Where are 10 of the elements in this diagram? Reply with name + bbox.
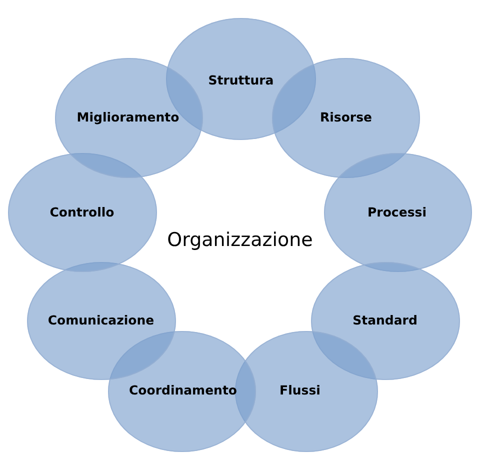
node-label: Comunicazione: [48, 312, 154, 328]
node-label: Coordinamento: [128, 382, 238, 398]
node-label: Miglioramento: [76, 110, 180, 124]
node-label: Risorse: [320, 110, 372, 124]
node-label: Flussi: [280, 382, 320, 398]
center-title: Organizzazione: [167, 229, 313, 251]
node-label: Struttura: [208, 72, 274, 88]
node-label: Controllo: [50, 204, 114, 220]
node-label: Standard: [352, 312, 418, 328]
node-label: Processi: [368, 204, 426, 220]
